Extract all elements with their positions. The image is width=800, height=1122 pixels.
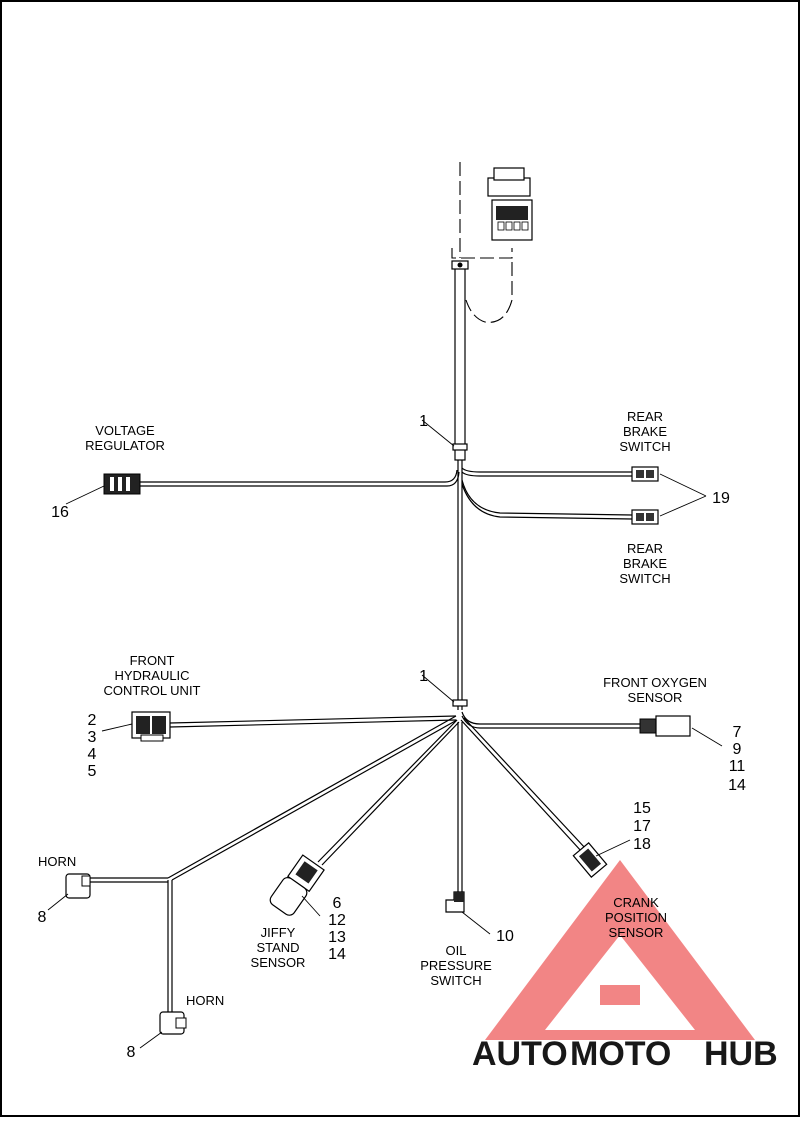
rear-brake-switch-branches: [461, 466, 659, 525]
watermark-hub: HUB: [704, 1035, 778, 1073]
label-rear-brake-bottom-2: BRAKE: [623, 556, 667, 571]
callout-crank-2: 17: [633, 818, 651, 835]
jiffy-stand-sensor-connector: [269, 854, 325, 916]
callout-jiffy-4: 14: [328, 946, 346, 963]
callout-hcu-4: 5: [88, 763, 97, 780]
crank-position-sensor-connector: [572, 842, 608, 878]
callout-crank-3: 18: [633, 836, 651, 853]
label-jiffy-1: JIFFY: [261, 925, 296, 940]
front-oxygen-sensor-branch: [461, 711, 691, 737]
label-rear-brake-top-2: BRAKE: [623, 424, 667, 439]
label-horn-bottom: HORN: [186, 993, 224, 1008]
label-rear-brake-bottom-3: SWITCH: [619, 571, 670, 586]
callout-jiffy-1: 6: [333, 895, 342, 912]
callout-jiffy-3: 13: [328, 929, 346, 946]
clip-upper: [452, 443, 468, 451]
main-connector-assembly: [451, 162, 533, 323]
callout-hcu-2: 3: [88, 729, 97, 746]
label-jiffy-3: SENSOR: [251, 955, 306, 970]
label-rear-brake-top-1: REAR: [627, 409, 663, 424]
callout-oil-pressure: 10: [496, 928, 514, 945]
watermark-moto: MOTO: [570, 1035, 671, 1073]
callout-oxygen-3: 11: [729, 758, 746, 775]
lower-branches: [90, 715, 587, 1012]
callout-oxygen-2: 9: [733, 741, 742, 758]
label-jiffy-2: STAND: [256, 940, 299, 955]
label-rear-brake-top-3: SWITCH: [619, 439, 670, 454]
horn-connector-bottom: [159, 1011, 187, 1035]
label-rear-brake-bottom-1: REAR: [627, 541, 663, 556]
watermark-text: AUTO MOTO HUB: [472, 1035, 778, 1073]
callout-crank-1: 15: [633, 800, 651, 817]
callout-voltage-regulator: 16: [51, 504, 69, 521]
label-horn-left: HORN: [38, 854, 76, 869]
leader-lines: [47, 419, 723, 1049]
callout-oxygen-4: 14: [728, 777, 746, 794]
label-voltage-regulator-2: REGULATOR: [85, 438, 165, 453]
label-oil-3: SWITCH: [430, 973, 481, 988]
callout-clip-upper: 1: [419, 413, 428, 430]
label-crank-3: SENSOR: [609, 925, 664, 940]
clip-lower: [452, 699, 468, 707]
label-front-hcu-2: HYDRAULIC: [114, 668, 189, 683]
horn-connector-left: [65, 873, 91, 899]
callout-clip-lower: 1: [419, 668, 428, 685]
oil-pressure-switch-connector: [445, 891, 465, 913]
callout-oxygen-1: 7: [733, 724, 742, 741]
label-oil-1: OIL: [446, 943, 467, 958]
callout-hcu-3: 4: [88, 746, 97, 763]
callout-rear-brake-switch: 19: [712, 490, 730, 507]
callout-horn-left: 8: [38, 909, 47, 926]
front-hcu-branch: [131, 711, 457, 742]
label-front-oxygen-1: FRONT OXYGEN: [603, 675, 707, 690]
label-front-hcu-3: CONTROL UNIT: [103, 683, 200, 698]
callout-hcu-1: 2: [88, 712, 97, 729]
voltage-regulator-branch: [103, 469, 460, 495]
watermark-auto: AUTO: [472, 1035, 568, 1073]
label-crank-2: POSITION: [605, 910, 667, 925]
label-front-hcu-1: FRONT: [130, 653, 175, 668]
harness-trunk: [451, 260, 469, 710]
label-crank-1: CRANK: [613, 895, 659, 910]
callout-numbers: 1 1 16 19 2 3 4 5 7 9 11 14 15 17 18 6 1…: [38, 413, 746, 1061]
label-voltage-regulator-1: VOLTAGE: [95, 423, 155, 438]
watermark-logo: [485, 860, 755, 1040]
component-labels: VOLTAGE REGULATOR REAR BRAKE SWITCH REAR…: [38, 409, 707, 1008]
callout-jiffy-2: 12: [328, 912, 346, 929]
callout-horn-bottom: 8: [127, 1044, 136, 1061]
label-oil-2: PRESSURE: [420, 958, 492, 973]
label-front-oxygen-2: SENSOR: [628, 690, 683, 705]
